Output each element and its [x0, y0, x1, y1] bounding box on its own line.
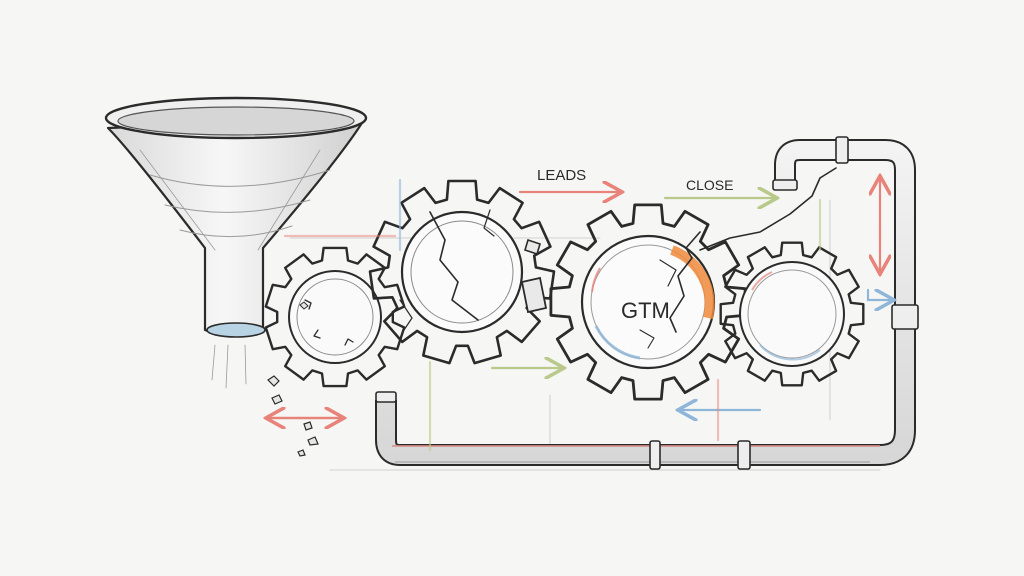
close-label: CLOSE: [686, 177, 733, 193]
cracked-gear-1-icon: [264, 246, 406, 388]
crack-line: [699, 167, 837, 251]
return-pipe-icon: [375, 136, 919, 470]
cracked-gear-2-icon: [368, 179, 556, 365]
gtm-gear-icon: [549, 203, 747, 401]
flow-arrows: [268, 178, 892, 452]
gear-right-icon: [719, 241, 865, 387]
gtm-label: GTM: [621, 298, 670, 323]
leads-label: LEADS: [537, 167, 586, 184]
debris-icon: [267, 375, 319, 457]
funnel-icon: [104, 96, 368, 389]
side-blue-arrow: [866, 288, 892, 300]
